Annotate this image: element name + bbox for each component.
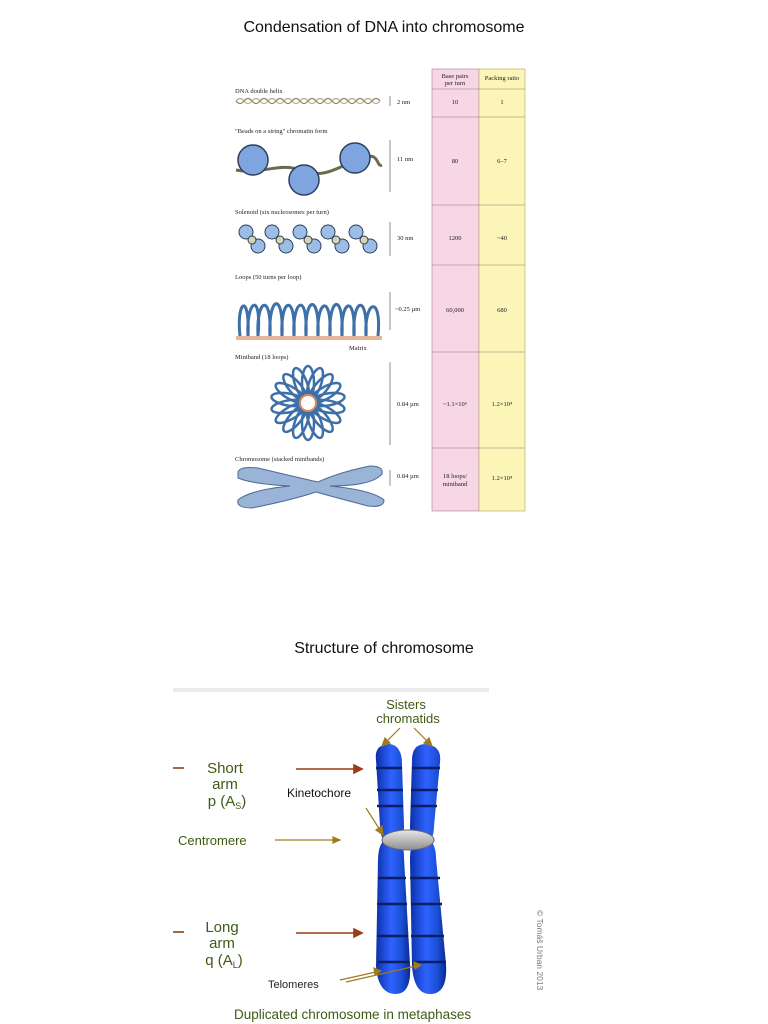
- short-arm-label-1: Short: [207, 760, 244, 777]
- size-solenoid: 30 nm: [397, 235, 413, 242]
- bp-loops: 60,000: [446, 307, 464, 314]
- base-pairs-column: [431, 68, 480, 512]
- short-arm-label-2: arm: [212, 776, 238, 793]
- size-beads: 11 nm: [397, 156, 413, 163]
- size-miniband: 0.84 µm: [397, 401, 419, 408]
- size-loops: ~0.25 µm: [395, 306, 420, 313]
- copyright-label: © Tomáš Urban 2013: [535, 910, 545, 991]
- header-base-pairs-2: per turn: [445, 80, 466, 87]
- long-arm-label-3: q (AL): [205, 952, 243, 970]
- beads-on-string-illustration: [235, 142, 383, 196]
- centromere-shape: [381, 829, 435, 851]
- solenoid-illustration: [238, 224, 378, 254]
- dna-helix-illustration: [235, 97, 381, 105]
- row-label-loops: Loops (50 turns per loop): [235, 274, 301, 281]
- size-dna: 2 nm: [397, 99, 410, 106]
- bp-dna: 10: [452, 99, 459, 106]
- header-base-pairs-1: Base pairs: [442, 73, 469, 80]
- sister-chromatid-right: [410, 744, 447, 994]
- loops-illustration: Matrix: [236, 302, 382, 352]
- matrix-label: Matrix: [349, 345, 367, 352]
- ratio-miniband: 1.2×10⁴: [492, 401, 513, 408]
- row-label-miniband: Miniband (18 loops): [235, 354, 288, 361]
- sisters-label-1: Sisters: [386, 697, 426, 712]
- miniband-illustration: [270, 364, 346, 442]
- stacked-chromosome-illustration: [237, 465, 385, 509]
- figure-title-structure: Structure of chromosome: [294, 640, 474, 657]
- bp-chromosome-2: miniband: [443, 481, 468, 488]
- kinetochore-label: Kinetochore: [287, 786, 351, 800]
- centromere-label: Centromere: [178, 833, 247, 848]
- row-label-chromosome: Chromosome (stacked minibands): [235, 456, 324, 463]
- bp-miniband: ~1.1×10⁶: [443, 401, 467, 408]
- ratio-chromosome: 1.2×10⁴: [492, 475, 513, 482]
- size-chromosome: 0.84 µm: [397, 473, 419, 480]
- chromosome-structure-figure: Sisters chromatids Short arm p (AS) Cent…: [173, 688, 545, 1022]
- figure-title-condensation: Condensation of DNA into chromosome: [243, 19, 525, 36]
- telomeres-label: Telomeres: [268, 979, 319, 991]
- ratio-dna: 1: [500, 99, 503, 106]
- bp-solenoid: 1200: [449, 235, 462, 242]
- row-label-beads: "Beads on a string" chromatin form: [235, 128, 328, 135]
- long-arm-label-1: Long: [205, 919, 238, 936]
- ratio-beads: 6–7: [497, 158, 508, 165]
- dna-condensation-figure: Base pairs per turn Packing ratio DNA do…: [235, 68, 526, 512]
- packing-ratio-column: [478, 68, 526, 512]
- bp-beads: 80: [452, 158, 459, 165]
- header-packing-ratio: Packing ratio: [485, 75, 519, 82]
- bp-chromosome-1: 18 loops/: [443, 473, 467, 480]
- row-label-solenoid: Solenoid (six nucleosomes per turn): [235, 209, 329, 216]
- sisters-label-2: chromatids: [376, 711, 440, 726]
- sister-chromatid-left: [375, 744, 411, 994]
- row-label-dna: DNA double helix: [235, 88, 283, 95]
- ratio-solenoid: ~40: [497, 235, 507, 242]
- ratio-loops: 680: [497, 307, 507, 314]
- long-arm-label-2: arm: [209, 935, 235, 952]
- short-arm-label-3: p (AS): [208, 793, 247, 811]
- caption-label: Duplicated chromosome in metaphases: [234, 1007, 471, 1022]
